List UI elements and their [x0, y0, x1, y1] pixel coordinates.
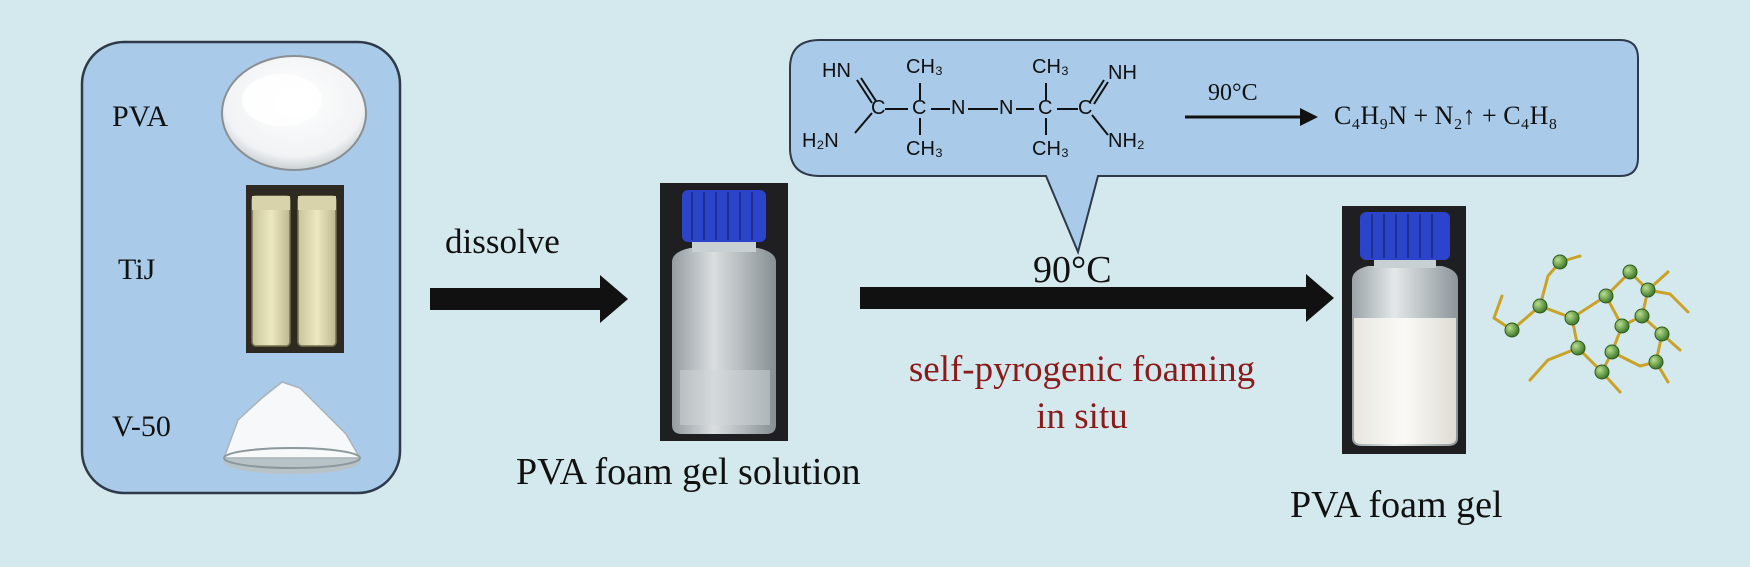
chem-h2n: H₂N	[802, 130, 839, 152]
dish-powder-icon	[222, 381, 362, 474]
chem-c-4: C	[1078, 97, 1093, 119]
pva-label: PVA	[112, 100, 169, 133]
process-line-2: in situ	[1036, 396, 1128, 437]
foam-bottle-icon	[1342, 206, 1466, 454]
polymer-network-icon	[1492, 254, 1690, 394]
reaction-callout	[789, 39, 1639, 256]
chem-nh: NH	[1108, 62, 1137, 84]
chem-ch3-2: CH₃	[906, 138, 944, 160]
temperature-label: 90°C	[1033, 249, 1112, 291]
chem-hn: HN	[822, 60, 851, 82]
chem-ch3-4: CH₃	[1032, 138, 1070, 160]
vials-icon	[246, 185, 344, 353]
dissolve-label: dissolve	[445, 222, 560, 261]
chem-c-3: C	[1038, 97, 1053, 119]
process-line-1: self-pyrogenic foaming	[908, 349, 1256, 390]
product-caption: PVA foam gel	[1290, 484, 1503, 526]
chem-n-1: N	[951, 97, 966, 119]
reaction-products: C₄H₉N + N₂↑ + C₄H₈	[1334, 101, 1558, 130]
powder-pile-icon	[221, 55, 367, 171]
foaming-arrow	[860, 274, 1334, 322]
clear-bottle-icon	[660, 183, 788, 441]
solution-caption: PVA foam gel solution	[516, 451, 861, 493]
chem-nh2: NH₂	[1108, 130, 1145, 152]
chem-ch3-3: CH₃	[1032, 56, 1070, 78]
v50-label: V-50	[112, 410, 171, 443]
tij-label: TiJ	[118, 253, 156, 286]
chem-c-2: C	[912, 97, 927, 119]
dissolve-arrow	[430, 275, 628, 323]
chem-ch3-1: CH₃	[906, 56, 944, 78]
chem-c-1: C	[871, 97, 886, 119]
reaction-condition: 90°C	[1208, 80, 1258, 106]
chem-n-2: N	[999, 97, 1014, 119]
